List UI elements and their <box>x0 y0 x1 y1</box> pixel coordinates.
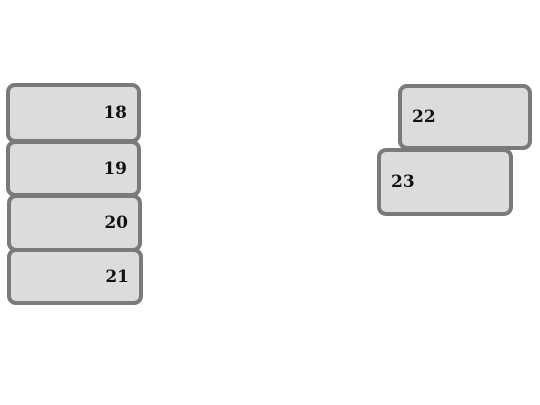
card-23[interactable]: 23 <box>377 148 513 216</box>
card-20[interactable]: 20 <box>7 194 142 252</box>
card-label: 22 <box>412 107 436 127</box>
card-19[interactable]: 19 <box>6 140 141 197</box>
card-21[interactable]: 21 <box>7 248 143 305</box>
card-18[interactable]: 18 <box>6 83 141 143</box>
card-label: 20 <box>104 213 128 233</box>
card-label: 23 <box>391 172 415 192</box>
card-label: 18 <box>103 103 127 123</box>
card-22[interactable]: 22 <box>398 84 532 150</box>
card-label: 21 <box>105 266 129 287</box>
card-label: 19 <box>103 158 127 179</box>
